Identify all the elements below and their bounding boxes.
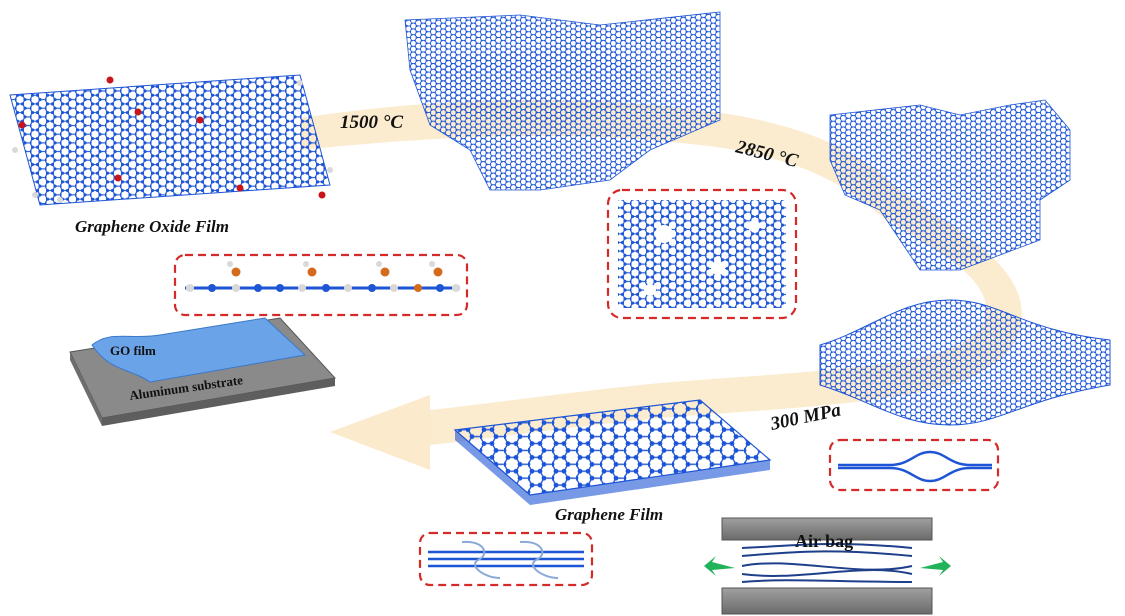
air-bag-profile-inset — [828, 438, 1000, 492]
press-bottom-plate-icon — [721, 587, 933, 615]
graphene-film-lattice — [453, 399, 772, 505]
go-layer-inset — [173, 253, 469, 317]
vacancy-defect-icon — [711, 261, 725, 275]
go-film-on-substrate — [69, 317, 336, 426]
go-layer-atoms — [186, 261, 460, 292]
graphene-oxide-lattice — [9, 74, 333, 206]
partially-reduced-lattice — [404, 11, 721, 191]
gas-arrow-left-icon — [704, 556, 735, 576]
go-film-caption: Graphene Oxide Film — [75, 217, 229, 236]
stacked-layers-inset — [418, 531, 594, 587]
air-bag-label: Air bag — [795, 531, 853, 551]
temperature-label-1500: 1500 °C — [340, 112, 403, 133]
graphitized-lattice — [829, 99, 1071, 271]
oxygen-groups — [12, 76, 333, 203]
gap-outline-icon — [519, 540, 559, 579]
vacancy-defect-inset — [606, 188, 798, 320]
film-layers — [741, 542, 913, 583]
vacancy-defect-icon — [644, 284, 656, 296]
vacancy-defect-icon — [655, 225, 673, 243]
graphene-film-caption: Graphene Film — [555, 505, 663, 524]
press-top-plate-icon — [721, 517, 933, 541]
process-arrow-head — [330, 395, 430, 470]
gas-arrow-right-icon — [920, 556, 951, 576]
gap-outline-icon — [461, 540, 501, 579]
go-film-layer — [91, 317, 307, 383]
go-film-label: GO film — [110, 343, 156, 358]
vacancy-defect-icon — [748, 220, 760, 232]
gas-expanded-lattice — [819, 299, 1111, 426]
press-with-air-bag — [704, 517, 951, 615]
